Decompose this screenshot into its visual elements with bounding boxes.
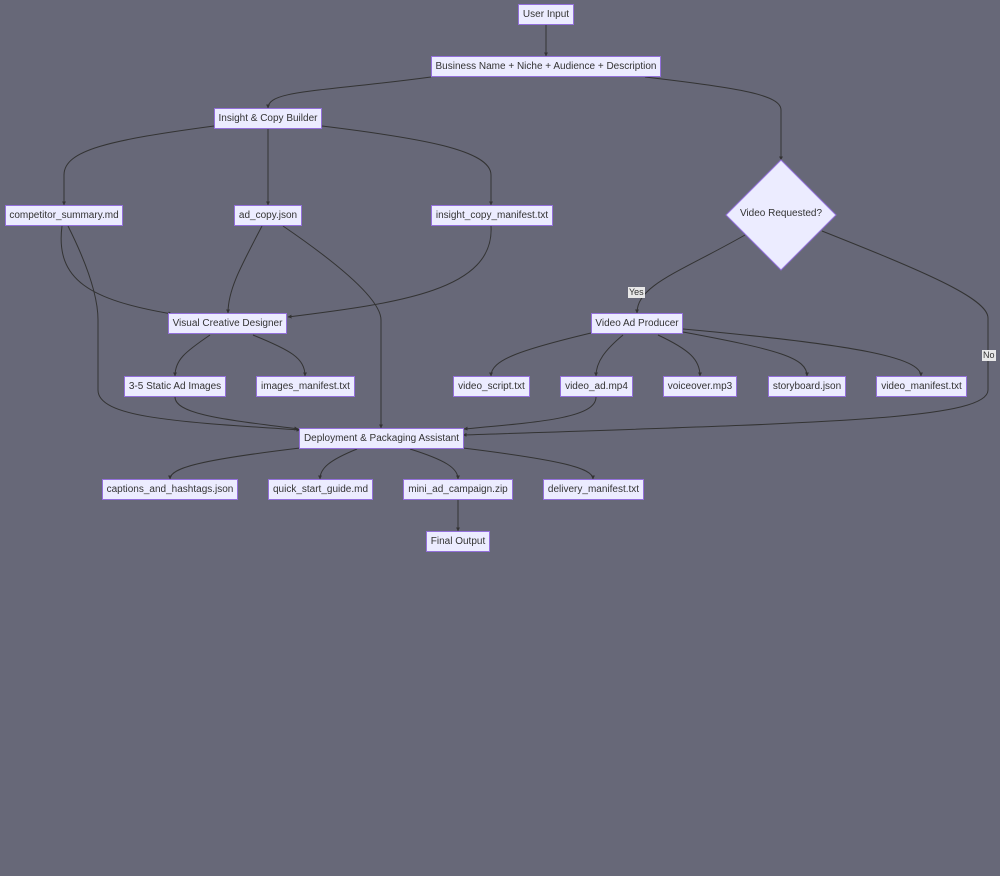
captions-hashtags-node: captions_and_hashtags.json — [102, 479, 238, 500]
edge-producer-script — [489, 332, 592, 377]
edge-producer-storyboard — [682, 331, 809, 377]
edge-business-video-requested — [644, 76, 783, 161]
edge-deployment-captions — [168, 447, 301, 480]
business-info-node: Business Name + Niche + Audience + Descr… — [431, 56, 661, 77]
video-ad-node: video_ad.mp4 — [560, 376, 633, 397]
insight-copy-builder-node: Insight & Copy Builder — [214, 108, 322, 129]
edge-video-requested-producer — [635, 234, 746, 314]
edge-visual-static — [173, 334, 211, 377]
ad-copy-node: ad_copy.json — [234, 205, 302, 226]
video-ad-producer-node: Video Ad Producer — [591, 313, 683, 334]
edge-competitor-deployment — [67, 225, 301, 432]
delivery-manifest-node: delivery_manifest.txt — [543, 479, 644, 500]
static-ad-images-node: 3-5 Static Ad Images — [124, 376, 226, 397]
storyboard-node: storyboard.json — [768, 376, 846, 397]
competitor-summary-node: competitor_summary.md — [5, 205, 123, 226]
edge-label-yes: Yes — [628, 287, 645, 298]
edge-label-no: No — [982, 350, 996, 361]
edge-producer-voiceover — [657, 334, 702, 377]
insight-copy-manifest-node: insight_copy_manifest.txt — [431, 205, 553, 226]
voiceover-node: voiceover.mp3 — [663, 376, 737, 397]
edge-producer-videoad — [594, 334, 624, 377]
quick-start-guide-node: quick_start_guide.md — [268, 479, 373, 500]
video-requested-label: Video Requested? — [739, 208, 823, 219]
deployment-packaging-node: Deployment & Packaging Assistant — [299, 428, 464, 449]
edge-business-insight — [266, 76, 432, 109]
edge-adcopy-visual — [226, 225, 263, 314]
edge-manifest-visual — [287, 225, 492, 319]
edge-deployment-delivery — [462, 447, 595, 480]
video-script-node: video_script.txt — [453, 376, 530, 397]
edge-videoad-deployment — [463, 396, 597, 431]
video-manifest-node: video_manifest.txt — [876, 376, 967, 397]
edge-video-requested-deployment — [462, 230, 989, 437]
visual-creative-designer-node: Visual Creative Designer — [168, 313, 287, 334]
final-output-node: Final Output — [426, 531, 490, 552]
user-input-node: User Input — [518, 4, 574, 25]
edge-deployment-minicampaign — [409, 448, 460, 480]
edge-producer-videomanifest — [682, 328, 923, 377]
edge-deployment-quickstart — [318, 448, 358, 480]
edge-insight-competitor — [62, 125, 215, 206]
edge-adcopy-deployment — [282, 225, 383, 429]
edge-competitor-visual — [60, 225, 173, 316]
mini-ad-campaign-node: mini_ad_campaign.zip — [403, 479, 513, 500]
edge-insight-manifest — [321, 125, 493, 206]
edge-static-deployment — [174, 396, 299, 431]
video-requested-diamond — [725, 159, 837, 271]
edge-visual-imagesmanifest — [252, 334, 307, 377]
images-manifest-node: images_manifest.txt — [256, 376, 355, 397]
